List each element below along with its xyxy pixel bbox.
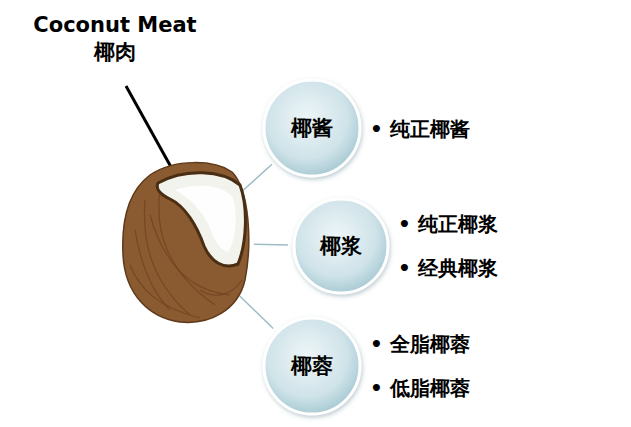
coconut-node: Coconut Meat椰肉 [120,160,250,326]
circle-label: 椰蓉 [291,353,333,379]
meat-highlight [175,186,236,252]
category-circle: 椰蓉 [262,316,362,416]
callout-title: Coconut Meat [10,12,220,39]
branch-line [241,164,272,192]
product-item: • 纯正椰酱 [370,116,470,142]
circle-text-box: 椰浆 [292,197,390,295]
category-circle: 椰酱 [262,78,362,178]
product-item: • 全脂椰蓉 [370,331,470,357]
husk-fibre [130,265,200,318]
coconut-illustration [120,160,250,326]
branch-line [240,296,274,328]
circle-label: 椰浆 [320,233,362,259]
coconut-husk [123,163,249,323]
product-item: • 经典椰浆 [398,255,498,281]
callout-subtitle: 椰肉 [10,39,220,66]
circle-label: 椰酱 [291,115,333,141]
husk-fibre [200,280,242,295]
coconut-meat [157,173,245,266]
circle-text-box: 椰酱 [262,78,362,178]
branch-line [254,244,288,246]
circle-outline [294,199,388,293]
product-item: • 低脂椰蓉 [370,375,470,401]
category-circle: 椰浆 [292,197,390,295]
circle-text-box: 椰蓉 [262,316,362,416]
circle-outline [264,80,360,176]
callout-heading: Coconut Meat椰肉 [10,12,220,66]
product-item: • 纯正椰浆 [398,211,498,237]
circle-outline [264,318,360,414]
